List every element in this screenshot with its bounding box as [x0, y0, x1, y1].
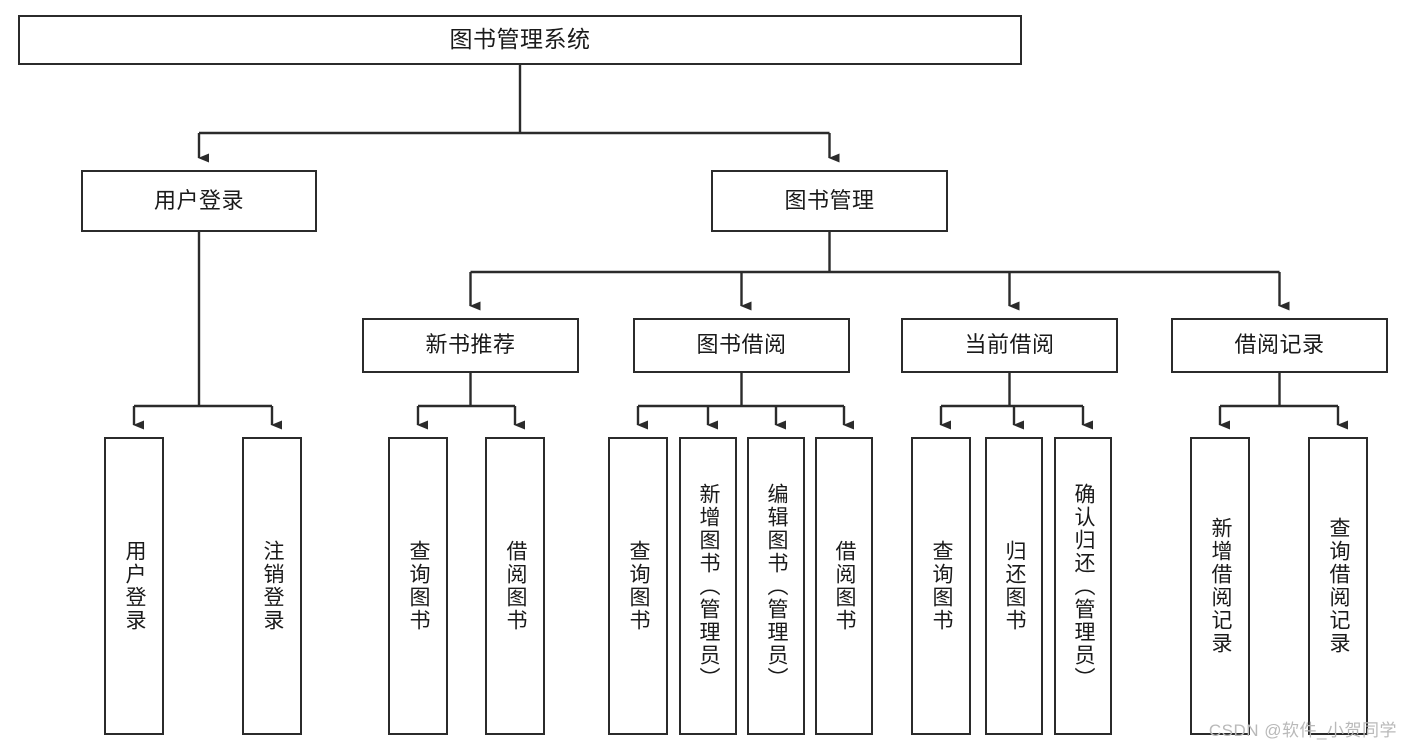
node-label: 编辑图书（管理员）	[765, 482, 789, 690]
node-leaf-new-borrow[interactable]: 借阅图书	[485, 437, 545, 735]
node-label: 用户登录	[153, 187, 244, 213]
node-label: 新增图书（管理员）	[697, 482, 721, 690]
node-login[interactable]: 用户登录	[81, 170, 317, 232]
node-current[interactable]: 当前借阅	[901, 318, 1118, 373]
node-leaf-rec-add[interactable]: 新增借阅记录	[1190, 437, 1250, 735]
node-label: 归还图书	[1003, 540, 1027, 632]
node-leaf-user-logout[interactable]: 注销登录	[242, 437, 302, 735]
node-label: 图书管理系统	[449, 26, 591, 53]
node-records[interactable]: 借阅记录	[1171, 318, 1388, 373]
node-label: 确认归还（管理员）	[1072, 482, 1096, 690]
node-leaf-cur-return[interactable]: 归还图书	[985, 437, 1043, 735]
node-label: 注销登录	[261, 540, 285, 632]
node-label: 查询图书	[627, 540, 651, 632]
node-bookmgmt[interactable]: 图书管理	[711, 170, 948, 232]
node-label: 当前借阅	[964, 332, 1055, 358]
csdn-watermark: CSDN @软件_小贺同学	[1208, 721, 1397, 740]
node-label: 新书推荐	[425, 332, 516, 358]
node-label: 图书借阅	[696, 332, 787, 358]
node-leaf-cur-confirm[interactable]: 确认归还（管理员）	[1054, 437, 1112, 735]
node-leaf-new-query[interactable]: 查询图书	[388, 437, 448, 735]
node-label: 新增借阅记录	[1209, 517, 1233, 655]
node-leaf-cur-query[interactable]: 查询图书	[911, 437, 971, 735]
node-borrow[interactable]: 图书借阅	[633, 318, 850, 373]
node-label: 用户登录	[123, 540, 147, 632]
node-newbook[interactable]: 新书推荐	[362, 318, 579, 373]
node-label: 查询图书	[930, 540, 954, 632]
node-leaf-borrow-query[interactable]: 查询图书	[608, 437, 668, 735]
node-label: 查询图书	[407, 540, 431, 632]
node-root[interactable]: 图书管理系统	[18, 15, 1022, 65]
node-label: 查询借阅记录	[1327, 517, 1351, 655]
node-label: 图书管理	[784, 187, 875, 213]
node-leaf-rec-query[interactable]: 查询借阅记录	[1308, 437, 1368, 735]
node-label: 借阅图书	[833, 540, 857, 632]
node-leaf-borrow-add[interactable]: 新增图书（管理员）	[679, 437, 737, 735]
node-label: 借阅图书	[504, 540, 528, 632]
node-leaf-user-login[interactable]: 用户登录	[104, 437, 164, 735]
node-label: 借阅记录	[1234, 332, 1325, 358]
node-leaf-borrow-do[interactable]: 借阅图书	[815, 437, 873, 735]
node-leaf-borrow-edit[interactable]: 编辑图书（管理员）	[747, 437, 805, 735]
